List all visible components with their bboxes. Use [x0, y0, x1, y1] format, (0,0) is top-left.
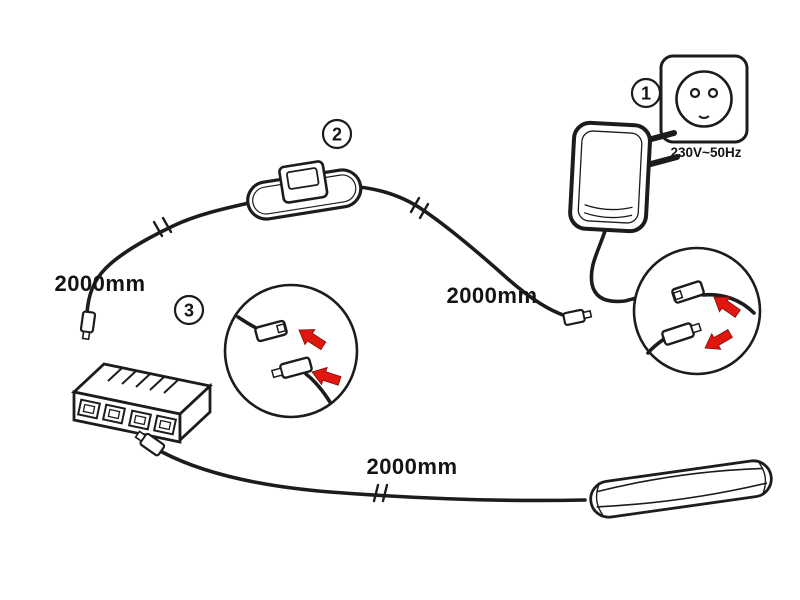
adapter-grille [583, 204, 633, 219]
led-bar-left-cap [595, 485, 604, 516]
connector-detail-inset-right [632, 246, 762, 376]
distributor-output-connector [134, 430, 166, 457]
led-bar-right-cap [758, 462, 767, 493]
outlet-face [675, 70, 733, 128]
step-number: 1 [641, 84, 651, 104]
switch-rocker [286, 167, 320, 190]
led-light-bar [589, 459, 773, 519]
step-number: 2 [332, 125, 342, 145]
distributor-box [71, 362, 213, 444]
press-arrow-icon [713, 296, 741, 318]
cable-length-right-label: 2000mm [446, 283, 537, 308]
outlet-hole-left [689, 87, 701, 99]
press-arrow-icon [704, 329, 733, 350]
distributor-side-face [178, 382, 212, 444]
adapter-cable [589, 229, 642, 304]
power-adapter [568, 120, 652, 234]
cable-break-marks [152, 196, 430, 503]
inset-cable-stub [646, 337, 666, 355]
connector-female [254, 319, 288, 343]
cables [85, 185, 642, 503]
switch-cable-left [85, 201, 251, 316]
outlet-voltage-label: 230V~50Hz [671, 145, 742, 160]
wall-outlet: 230V~50Hz [659, 54, 749, 160]
distributor-port [127, 409, 153, 431]
output-cable [160, 450, 587, 503]
step-badge-distributor: 3 [173, 294, 205, 326]
distributor-port [101, 403, 127, 425]
adapter-face [577, 130, 643, 224]
distributor-port [76, 398, 102, 420]
outlet-hole-right [707, 87, 719, 99]
connector-male [270, 356, 313, 379]
cable-connector-right [562, 308, 593, 326]
distributor-port [152, 414, 178, 436]
distributor-vents [107, 367, 179, 394]
step-badge-switch: 2 [321, 118, 353, 150]
outlet-notch [698, 115, 710, 119]
connector-detail-inset-left [223, 283, 359, 419]
switch-cable-right [357, 185, 568, 318]
step-badge-adapter: 1 [630, 77, 662, 109]
cable-length-bottom-label: 2000mm [366, 454, 457, 479]
inline-switch [246, 160, 363, 221]
cable-connector-left [79, 310, 97, 341]
distributor-ports [76, 398, 178, 436]
inset-cable-stub [304, 372, 332, 404]
step-number: 3 [184, 301, 194, 321]
cable-break-bottom [372, 483, 389, 503]
press-arrow-icon [311, 366, 342, 386]
connector-female [671, 280, 705, 304]
cable-break-left [152, 216, 173, 238]
press-arrow-icon [298, 329, 327, 351]
inset-cable-stub [701, 292, 756, 315]
cable-length-left-label: 2000mm [54, 271, 145, 296]
connector-male [661, 322, 702, 346]
cable-break-right [409, 196, 430, 220]
